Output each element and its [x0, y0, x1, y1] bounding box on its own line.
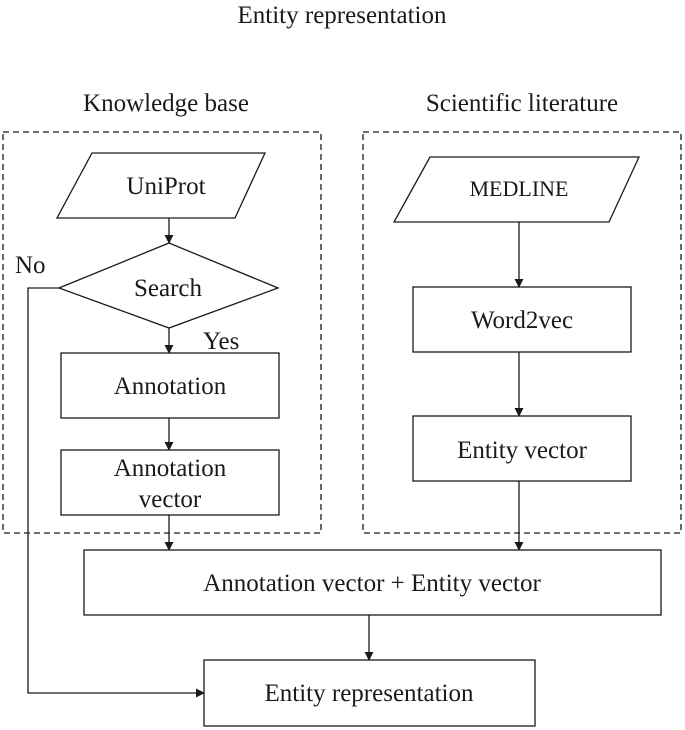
entity-vector-node — [412, 415, 632, 482]
annotation-vector-label-line1: Annotation — [114, 455, 227, 482]
scientific-literature-label: Scientific literature — [426, 90, 618, 117]
uniprot-node — [55, 152, 267, 219]
edge-search-no-to-entity-representation — [27, 287, 205, 698]
medline-label: MEDLINE — [470, 176, 569, 201]
annotation-vector-node — [60, 449, 280, 516]
word2vec-label: Word2vec — [471, 307, 573, 334]
combined-vector-label: Annotation vector + Entity vector — [203, 570, 541, 597]
no-edge-label: No — [15, 252, 46, 279]
entity-representation-node — [203, 659, 536, 727]
entity-representation-label: Entity representation — [265, 680, 474, 707]
uniprot-label: UniProt — [126, 173, 205, 200]
knowledge-base-label: Knowledge base — [83, 90, 249, 117]
entity-vector-label: Entity vector — [457, 437, 587, 464]
medline-node — [392, 156, 641, 223]
annotation-label: Annotation — [114, 373, 227, 400]
combined-vector-node — [83, 549, 662, 616]
annotation-vector-label-line2: vector — [139, 486, 202, 513]
yes-edge-label: Yes — [203, 328, 239, 355]
annotation-node — [60, 352, 280, 419]
search-label: Search — [134, 275, 203, 302]
diagram-title: Entity representation — [238, 2, 447, 29]
word2vec-node — [412, 286, 632, 353]
